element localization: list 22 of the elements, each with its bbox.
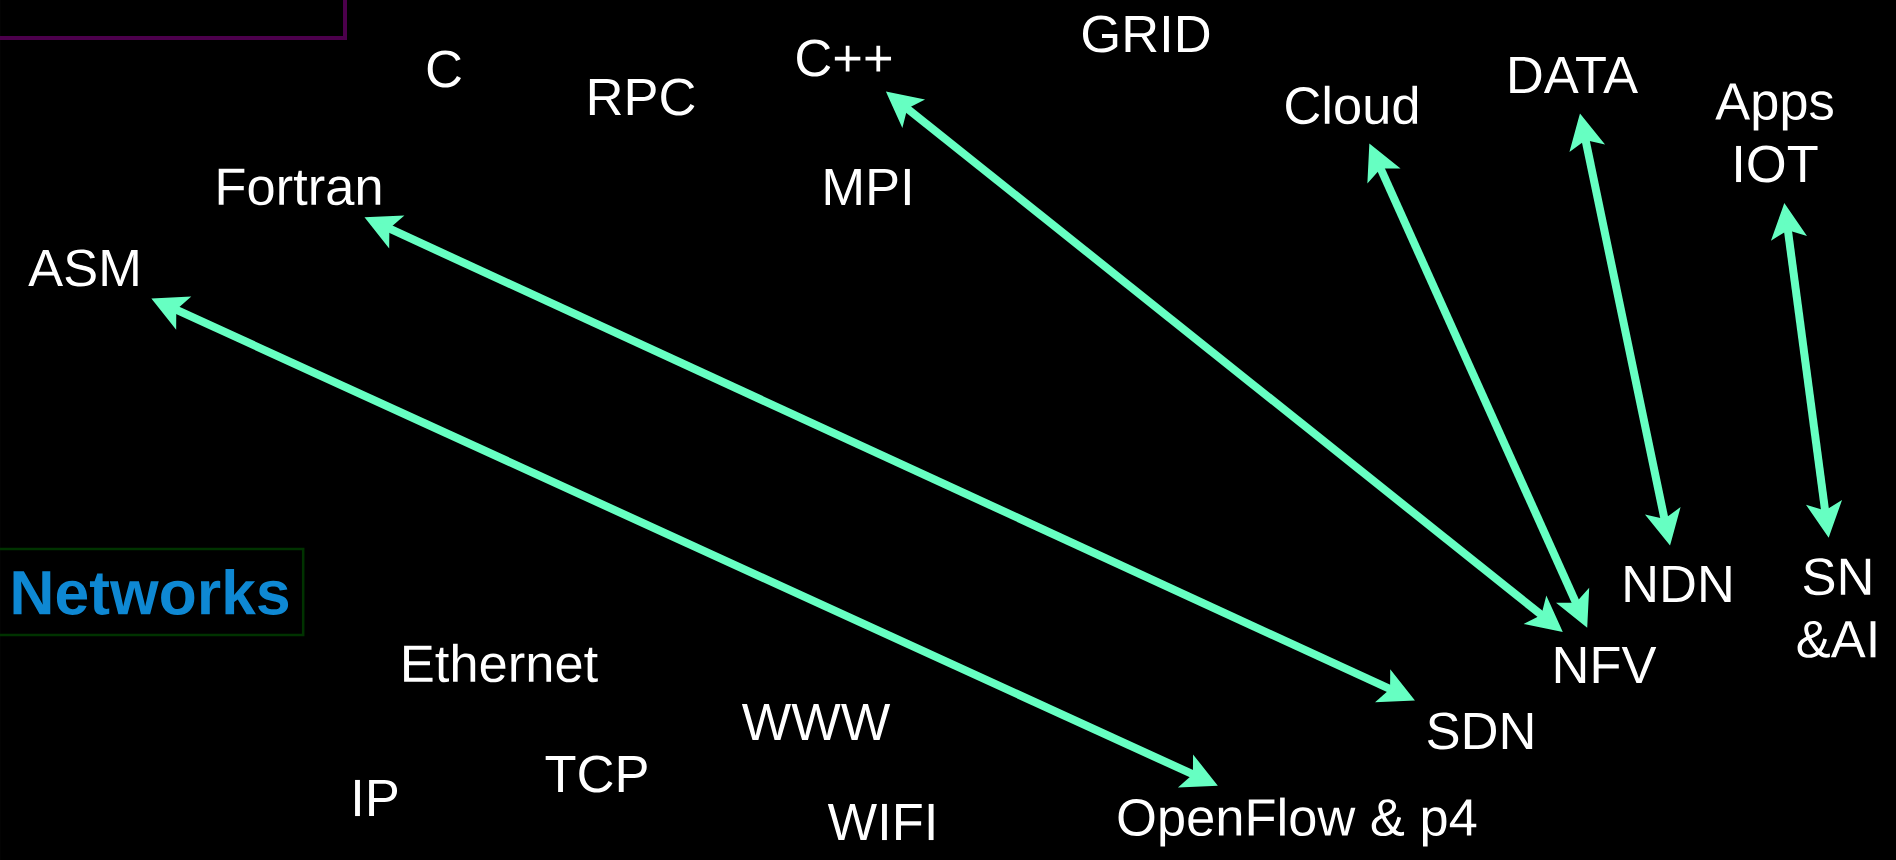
term-label: DATA (1510, 56, 1638, 94)
term-label: IP (355, 779, 398, 817)
term-label: SN &AI (1797, 558, 1876, 658)
term-label: NDN (1625, 565, 1731, 603)
term-label: SDN (1427, 712, 1533, 750)
term-label: Ethernet (404, 643, 598, 683)
term-label: RPC (589, 78, 695, 116)
heading-box (0, 0, 347, 40)
term-label: WWW (741, 703, 891, 741)
term-label: C++ (797, 39, 892, 77)
term-label: WIFI (827, 803, 934, 841)
term-label: NFV (1555, 646, 1657, 684)
term-label: Fortran (218, 168, 381, 206)
term-label: GRID (1083, 15, 1210, 53)
heading-box: Networks (0, 547, 305, 637)
term-label: Apps IOT (1715, 83, 1833, 183)
term-label: ASM (28, 249, 138, 287)
term-label: Cloud (1286, 85, 1418, 125)
term-label: MPI (825, 168, 910, 206)
term-label: TCP (545, 755, 647, 793)
term-label: OpenFlow & p4 (1118, 797, 1477, 847)
term-label: C (427, 50, 461, 88)
